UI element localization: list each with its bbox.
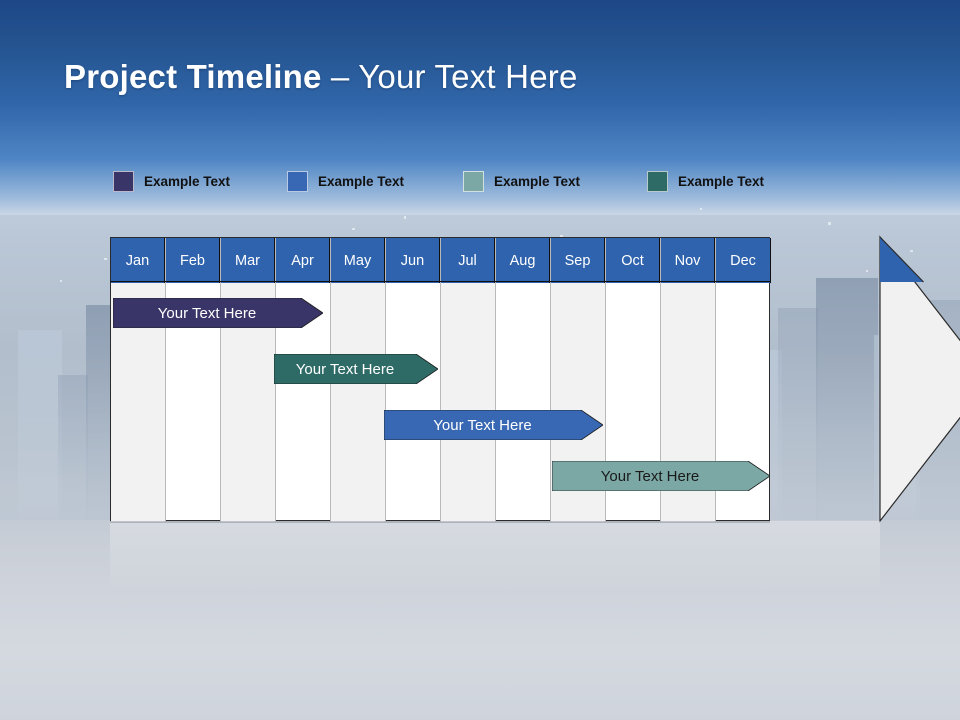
month-header-jun[interactable]: Jun: [386, 238, 440, 283]
timeline-column-dec: Dec: [716, 238, 771, 522]
timeline-bar-1[interactable]: Your Text Here: [113, 298, 323, 328]
legend-item-2[interactable]: Example Text: [287, 168, 404, 194]
month-header-may[interactable]: May: [331, 238, 385, 283]
month-header-sep[interactable]: Sep: [551, 238, 605, 283]
month-header-feb[interactable]: Feb: [166, 238, 220, 283]
legend-item-label: Example Text: [494, 173, 581, 189]
legend-item-3[interactable]: Example Text: [463, 168, 580, 194]
legend-swatch-icon: [647, 170, 668, 192]
page-title-strong: Project Timeline: [64, 58, 322, 95]
legend-swatch-icon: [463, 170, 484, 192]
timeline-bar-4[interactable]: Your Text Here: [552, 461, 770, 491]
timeline-bar-label: Your Text Here: [157, 304, 257, 322]
timeline-column-jul: Jul: [441, 238, 496, 522]
timeline-bar-2[interactable]: Your Text Here: [274, 354, 438, 384]
month-header-dec[interactable]: Dec: [716, 238, 771, 283]
month-header-oct[interactable]: Oct: [606, 238, 660, 283]
timeline-arrow-head-icon: [879, 235, 960, 523]
month-header-apr[interactable]: Apr: [276, 238, 330, 283]
month-header-aug[interactable]: Aug: [496, 238, 550, 283]
bar-arrow-shape-icon: [384, 410, 603, 440]
month-header-mar[interactable]: Mar: [221, 238, 275, 283]
bar-arrow-shape-icon: [113, 298, 323, 328]
month-header-jul[interactable]: Jul: [441, 238, 495, 283]
timeline-bar-3[interactable]: Your Text Here: [384, 410, 603, 440]
timeline-column-jun: Jun: [386, 238, 441, 522]
legend-item-label: Example Text: [144, 173, 231, 189]
timeline-column-oct: Oct: [606, 238, 661, 522]
timeline-bar-label: Your Text Here: [433, 416, 532, 434]
page-title-light: Your Text Here: [358, 58, 578, 95]
timeline-bar-label: Your Text Here: [295, 360, 395, 378]
legend: Example Text Example Text Example Text E…: [110, 168, 810, 196]
legend-item-label: Example Text: [318, 173, 405, 189]
timeline-column-feb: Feb: [166, 238, 221, 522]
month-header-nov[interactable]: Nov: [661, 238, 715, 283]
timeline-column-aug: Aug: [496, 238, 551, 522]
legend-item-label: Example Text: [678, 173, 765, 189]
legend-item-4[interactable]: Example Text: [647, 168, 764, 194]
timeline-bar-label: Your Text Here: [600, 467, 700, 485]
page-title: Project Timeline – Your Text Here: [64, 58, 578, 96]
background-floor: [0, 520, 960, 720]
legend-item-1[interactable]: Example Text: [113, 168, 230, 194]
timeline-column-jan: Jan: [111, 238, 166, 522]
page-title-separator: –: [321, 58, 359, 95]
chart-base-shadow: [110, 521, 770, 523]
legend-swatch-icon: [287, 170, 308, 192]
bar-arrow-shape-icon: [552, 461, 770, 491]
month-header-jan[interactable]: Jan: [111, 238, 165, 283]
bar-arrow-shape-icon: [274, 354, 438, 384]
timeline-column-mar: Mar: [221, 238, 276, 522]
legend-swatch-icon: [113, 170, 134, 192]
